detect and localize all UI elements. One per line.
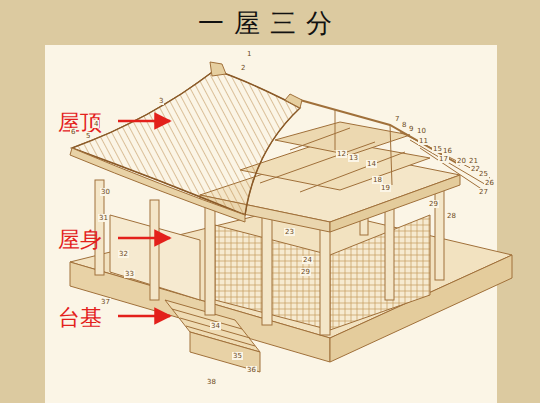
callout-number: 16 — [442, 147, 453, 155]
callout-number: 27 — [478, 188, 489, 196]
callout-number: 2 — [240, 64, 246, 72]
callout-number: 26 — [484, 179, 495, 187]
callout-number: 4 — [93, 120, 99, 128]
callout-number: 28 — [446, 212, 457, 220]
callout-number: 7 — [394, 115, 400, 123]
part-label: 台基 — [58, 303, 102, 333]
callout-number: 8 — [401, 121, 407, 129]
callout-number: 20 — [456, 157, 467, 165]
callout-number: 33 — [124, 270, 135, 278]
callout-number: 3 — [158, 97, 164, 105]
callout-number: 6 — [70, 128, 76, 136]
title: 一屋三分 — [198, 6, 342, 41]
callout-number: 30 — [100, 188, 111, 196]
callout-number: 13 — [348, 154, 359, 162]
callout-number: 12 — [336, 150, 347, 158]
callout-number: 29 — [428, 200, 439, 208]
callout-number: 10 — [416, 127, 427, 135]
callout-number: 37 — [100, 298, 111, 306]
callout-number: 25 — [478, 170, 489, 178]
callout-number: 17 — [438, 155, 449, 163]
pointer-arrows — [118, 121, 170, 316]
callout-number: 24 — [302, 256, 313, 264]
callout-number: 19 — [380, 184, 391, 192]
drawing-panel — [45, 45, 497, 403]
callout-number: 38 — [206, 378, 217, 386]
callout-number: 5 — [85, 132, 91, 140]
callout-number: 9 — [408, 125, 414, 133]
callout-number: 1 — [246, 50, 252, 58]
callout-number: 31 — [98, 214, 109, 222]
callout-number: 29 — [300, 268, 311, 276]
building — [70, 62, 512, 372]
callout-number: 32 — [118, 250, 129, 258]
callout-number: 36 — [246, 366, 257, 374]
callout-number: 18 — [372, 176, 383, 184]
callout-number: 11 — [418, 137, 429, 145]
callout-number: 35 — [232, 352, 243, 360]
callout-number: 21 — [468, 157, 479, 165]
callout-number: 14 — [366, 160, 377, 168]
callout-number: 34 — [210, 322, 221, 330]
callout-number: 23 — [284, 228, 295, 236]
part-label: 屋身 — [58, 225, 102, 255]
